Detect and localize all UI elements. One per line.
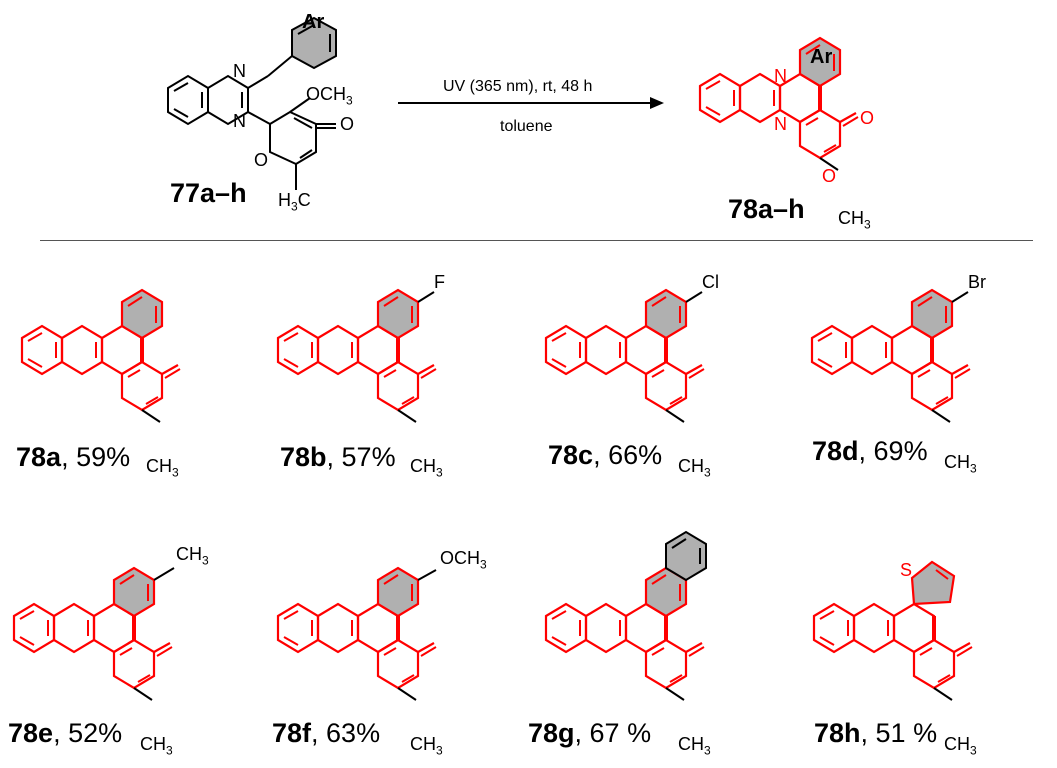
ar-label: Ar (810, 46, 833, 68)
atom-O: O (822, 166, 837, 186)
methyl-label: CH3 (944, 452, 977, 476)
atom-N: N (774, 114, 787, 134)
ar-label: Ar (302, 11, 325, 33)
atom-S: S (900, 560, 913, 580)
methyl-label: CH3 (410, 734, 443, 758)
methyl-label: CH3 (410, 456, 443, 480)
product-78d-structure (810, 288, 972, 424)
methyl-label: CH3 (678, 734, 711, 758)
methyl-label: CH3 (944, 734, 977, 758)
substituent-CH3: CH3 (176, 544, 209, 568)
product-78a-structure (20, 288, 182, 424)
substituent-Cl: Cl (702, 272, 719, 292)
substituent-OCH3: OCH3 (440, 548, 487, 572)
product-structure (698, 36, 860, 172)
product-78a-label: 78a, 59% (16, 442, 131, 472)
product-78g-structure (544, 530, 707, 702)
substituent-F: F (434, 272, 445, 292)
atom-O: O (340, 114, 355, 134)
substituent-Br: Br (968, 272, 986, 292)
conditions-top: UV (365 nm), rt, 48 h (443, 78, 593, 95)
product-78h-structure (812, 560, 974, 702)
reaction-arrow (398, 97, 664, 109)
methyl-label: CH3 (678, 456, 711, 480)
product-78h-label: 78h, 51 % (814, 718, 938, 748)
product-label: 78a–h (728, 194, 805, 224)
methyl-label: CH3 (838, 208, 871, 232)
atom-N: N (774, 66, 787, 86)
methyl-label: CH3 (146, 456, 179, 480)
atom-O: O (860, 108, 875, 128)
product-78f-label: 78f, 63% (272, 718, 381, 748)
starting-material-label: 77a–h (170, 178, 247, 208)
divider-line (40, 240, 1033, 241)
conditions-bottom: toluene (500, 118, 553, 135)
product-78f-structure (276, 566, 438, 702)
atom-O: O (254, 150, 269, 170)
product-78g-label: 78g, 67 % (528, 718, 652, 748)
methoxy-label: OCH3 (306, 84, 353, 108)
product-78e-label: 78e, 52% (8, 718, 123, 748)
product-78b-label: 78b, 57% (280, 442, 396, 472)
product-78b-structure (276, 288, 438, 424)
product-78d-label: 78d, 69% (812, 436, 928, 466)
methyl-label: CH3 (140, 734, 173, 758)
atom-N: N (233, 61, 246, 81)
product-78e-structure (12, 566, 175, 702)
atom-N: N (233, 111, 246, 131)
product-78c-label: 78c, 66% (548, 440, 663, 470)
product-78c-structure (544, 288, 706, 424)
starting-material-structure (167, 16, 337, 190)
methyl-label: H3C (278, 190, 311, 214)
